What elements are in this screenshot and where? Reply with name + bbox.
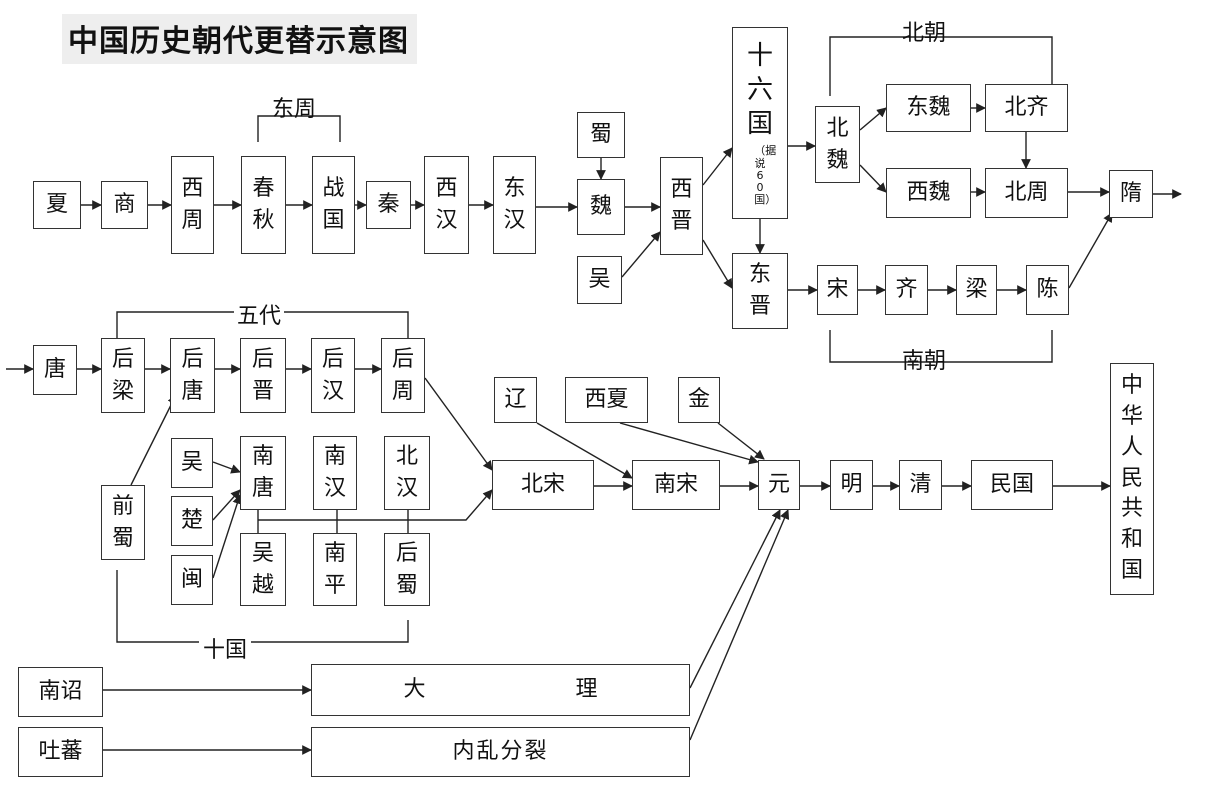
node-qin: 秦: [366, 181, 411, 229]
node-nanping: 南平: [313, 533, 357, 606]
node-shang: 商: [101, 181, 148, 229]
edge-xijin-16guo: [702, 147, 733, 186]
edge-chu-nantang: [212, 489, 241, 521]
node-prc: 中华人民共和国: [1110, 363, 1154, 595]
edge-beiwei-dongwei: [859, 107, 887, 131]
node-ming: 明: [830, 460, 873, 510]
node-minguo: 民国: [971, 460, 1053, 510]
node-xiwei: 西魏: [886, 168, 971, 218]
edge-beiwei-xiwei: [859, 164, 887, 193]
edge-ten-kingdoms-beisong: [408, 489, 493, 521]
node-neiluan: 内乱分裂: [311, 727, 690, 777]
node-beisong: 北宋: [492, 460, 594, 510]
node-sui: 隋: [1109, 170, 1153, 218]
node-houzhou: 后周: [381, 338, 425, 413]
node-tang: 唐: [33, 345, 77, 395]
label-dongzhou: 东周: [272, 97, 317, 122]
label-wudai: 五代: [234, 298, 285, 330]
node-chen: 陈: [1026, 265, 1069, 315]
node-qi-south: 齐: [885, 265, 928, 315]
node-min: 闽: [171, 555, 213, 605]
node-chunqiu: 春秋: [241, 156, 286, 254]
node-zhanguo: 战国: [312, 156, 355, 254]
node-dongjin: 东晋: [732, 253, 788, 329]
edge-qianshu-houtang: [130, 394, 177, 486]
edge-dali-yuan: [689, 509, 781, 689]
node-shu: 蜀: [577, 112, 625, 158]
edge-jin-yuan: [717, 422, 765, 460]
node-wu: 吴: [577, 256, 622, 304]
node-donghan: 东汉: [493, 156, 536, 254]
edge-min-nantang: [212, 494, 242, 579]
edge-wu-xijin: [621, 231, 661, 278]
bracket-shiguo: [116, 570, 409, 643]
node-liang-south: 梁: [956, 265, 997, 315]
node-tufan: 吐蕃: [18, 727, 103, 777]
node-beiwei: 北魏: [815, 106, 860, 183]
node-houliang: 后梁: [101, 338, 145, 413]
node-wu-tenkingdoms: 吴: [171, 438, 213, 488]
node-nantang: 南唐: [240, 436, 286, 510]
node-shiliuguo: 十六国 （据说60国）: [732, 27, 788, 219]
node-dongwei: 东魏: [886, 84, 971, 132]
node-yuan: 元: [758, 460, 800, 510]
node-houhan: 后汉: [311, 338, 355, 413]
node-jin: 金: [678, 377, 720, 423]
node-houjin: 后晋: [240, 338, 286, 413]
node-xijin: 西晋: [660, 157, 703, 255]
edge-chen-sui: [1068, 212, 1113, 289]
node-nansong: 南宋: [632, 460, 720, 510]
node-nanhan: 南汉: [313, 436, 357, 510]
node-wei: 魏: [577, 179, 625, 235]
edge-neiluan-yuan: [689, 509, 790, 741]
edge-liao-nansong: [536, 422, 633, 479]
node-wuyue: 吴越: [240, 533, 286, 606]
node-beihan: 北汉: [384, 436, 430, 510]
node-houshu: 后蜀: [384, 533, 430, 606]
node-beiqi: 北齐: [985, 84, 1068, 132]
node-dali: 大理: [311, 664, 690, 716]
edge-xixia-yuan: [619, 422, 759, 465]
node-beizhou: 北周: [985, 168, 1068, 218]
node-xia: 夏: [33, 181, 81, 229]
label-shiguo: 十国: [199, 632, 252, 664]
edge-houzhou-beisong: [424, 377, 493, 471]
bracket-beichao: [829, 36, 1053, 96]
label-beichao: 北朝: [902, 21, 947, 46]
node-xizhou: 西周: [171, 156, 214, 254]
node-nanzhao: 南诏: [18, 667, 103, 717]
node-houtang: 后唐: [170, 338, 215, 413]
node-qing: 清: [899, 460, 942, 510]
node-chu: 楚: [171, 496, 213, 546]
node-song-south: 宋: [817, 265, 858, 315]
bracket-nanchao: [829, 330, 1053, 363]
node-xixia: 西夏: [565, 377, 648, 423]
page-title: 中国历史朝代更替示意图: [62, 14, 417, 64]
bracket-dongzhou: [257, 115, 341, 142]
node-liao: 辽: [494, 377, 537, 423]
node-xihan: 西汉: [424, 156, 469, 254]
edge-wu10-nantang: [212, 461, 241, 474]
label-nanchao: 南朝: [902, 349, 947, 374]
node-qianshu: 前蜀: [101, 485, 145, 560]
edge-xijin-dongjin: [702, 239, 733, 289]
